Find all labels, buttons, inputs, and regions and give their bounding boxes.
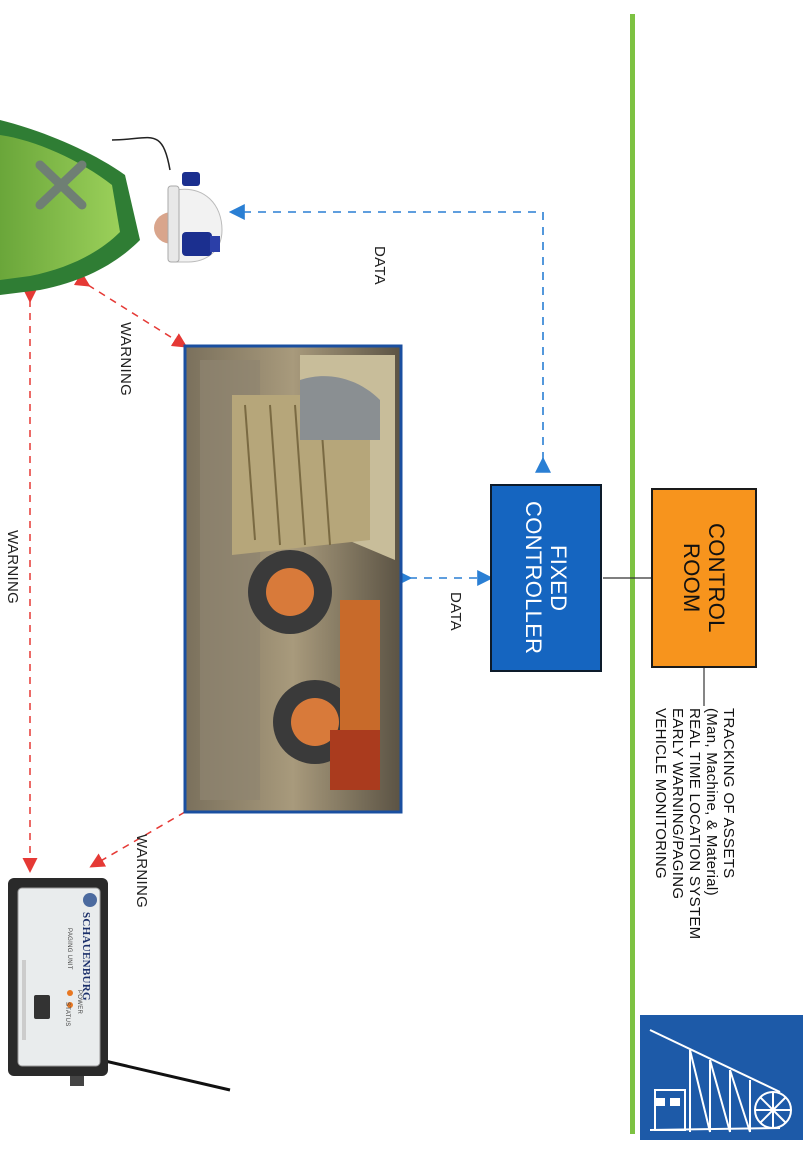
underground-haul-truck-image xyxy=(183,344,403,814)
data-arrow-miner-controller xyxy=(228,204,551,473)
control-room-label: CONTROL ROOM xyxy=(679,523,729,633)
warning-label-miner-truck: WARNING xyxy=(117,322,134,397)
feature-item-vehicle-monitoring: VEHICLE MONITORING xyxy=(652,708,669,879)
warning-label-miner-pager: WARNING xyxy=(4,530,21,605)
divider-line xyxy=(630,14,635,1134)
feature-item-tracking: TRACKING OF ASSETS xyxy=(720,708,737,879)
fixed-controller-line1: FIXED xyxy=(546,544,571,612)
pager-model: PAGING UNIT xyxy=(66,928,72,970)
miner-with-helmet-lamp-icon xyxy=(0,120,223,295)
pager-led-power: POWER xyxy=(76,990,82,1015)
control-room-line2: ROOM xyxy=(679,543,704,613)
warning-arrow-miner-truck xyxy=(73,272,188,348)
feature-item-early-warning: EARLY WARNING/PAGING xyxy=(669,708,686,900)
feature-item-rtls: REAL TIME LOCATION SYSTEM xyxy=(686,708,703,940)
control-room-box: CONTROL ROOM xyxy=(651,488,757,668)
data-label-mid: DATA xyxy=(447,592,464,631)
warning-arrow-truck-pager xyxy=(89,799,200,868)
fixed-controller-line2: CONTROLLER xyxy=(521,501,546,655)
pager-brand: SCHAUENBURG xyxy=(80,912,92,1001)
fixed-controller-box: FIXED CONTROLLER xyxy=(490,484,602,672)
feature-item-man-machine-material: (Man, Machine, & Material) xyxy=(703,708,720,896)
fixed-controller-label: FIXED CONTROLLER xyxy=(521,501,571,654)
control-room-line1: CONTROL xyxy=(704,523,729,633)
mine-headframe-logo-icon xyxy=(640,1015,803,1140)
data-label-top: DATA xyxy=(371,246,388,285)
pager-led-status: STATUS xyxy=(64,1002,70,1027)
paging-unit-device-icon xyxy=(8,878,231,1092)
warning-label-truck-pager: WARNING xyxy=(133,834,150,909)
feature-list: TRACKING OF ASSETS (Man, Machine, & Mate… xyxy=(652,708,737,939)
